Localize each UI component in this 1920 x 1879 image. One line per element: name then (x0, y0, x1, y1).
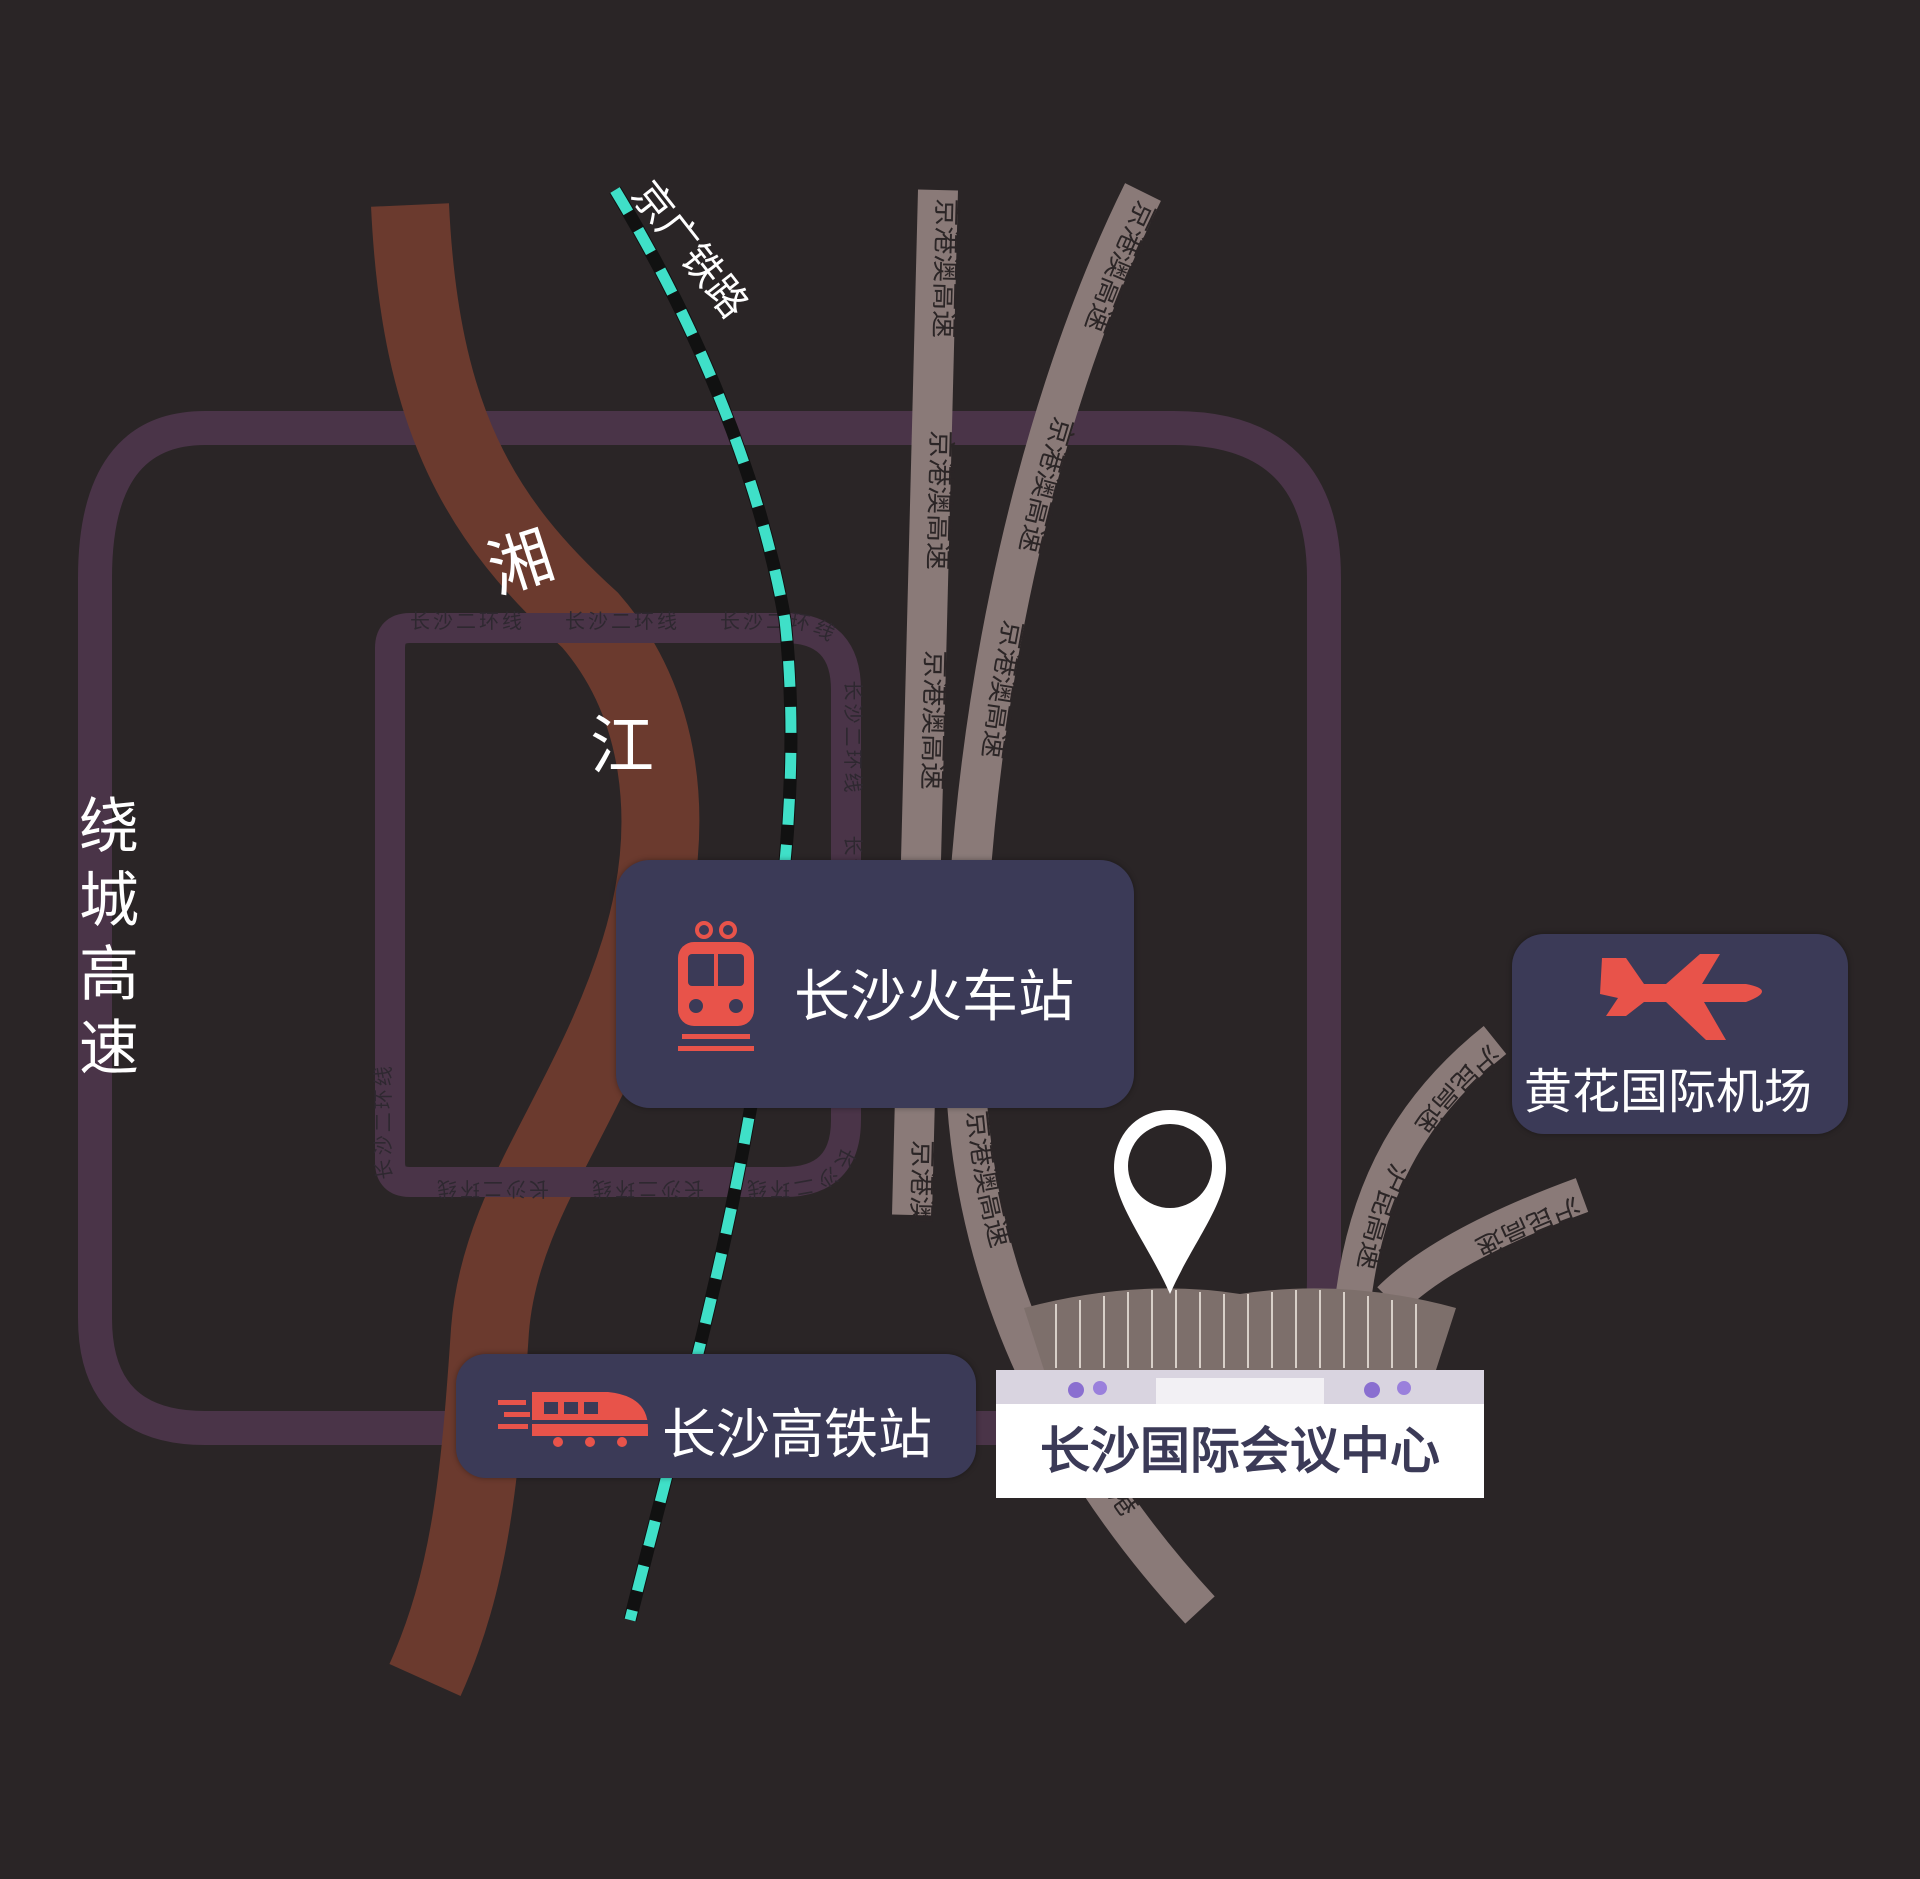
river-label-jiang: 江 (590, 710, 654, 784)
expressway-hk-north (1334, 1025, 1507, 1312)
conference-center-illustration (996, 1288, 1484, 1408)
train-icon (678, 921, 754, 1051)
train-station-label: 长沙火车站 (794, 965, 1074, 1030)
airport-card[interactable]: 黄花国际机场 (1512, 934, 1848, 1134)
hsr-station-card[interactable]: 长沙高铁站 (456, 1354, 976, 1478)
hsr-station-label: 长沙高铁站 (662, 1403, 932, 1466)
location-pin-icon (1114, 1110, 1226, 1294)
airplane-icon (1600, 954, 1762, 1040)
expressway-jga-label: 京港澳高速 (921, 430, 958, 571)
expressway-jga-label: 京港澳高速 (927, 198, 964, 339)
high-speed-train-icon (498, 1392, 648, 1447)
train-station-card[interactable]: 长沙火车站 (616, 860, 1134, 1108)
expressway-jga-label: 京港澳高速 (916, 650, 953, 791)
venue-label: 长沙国际会议中心 (996, 1404, 1484, 1498)
airport-label: 黄花国际机场 (1524, 1064, 1813, 1120)
expressway-hk-south (1377, 1178, 1589, 1313)
ring-expressway-label: 绕城高速 (79, 792, 139, 1084)
